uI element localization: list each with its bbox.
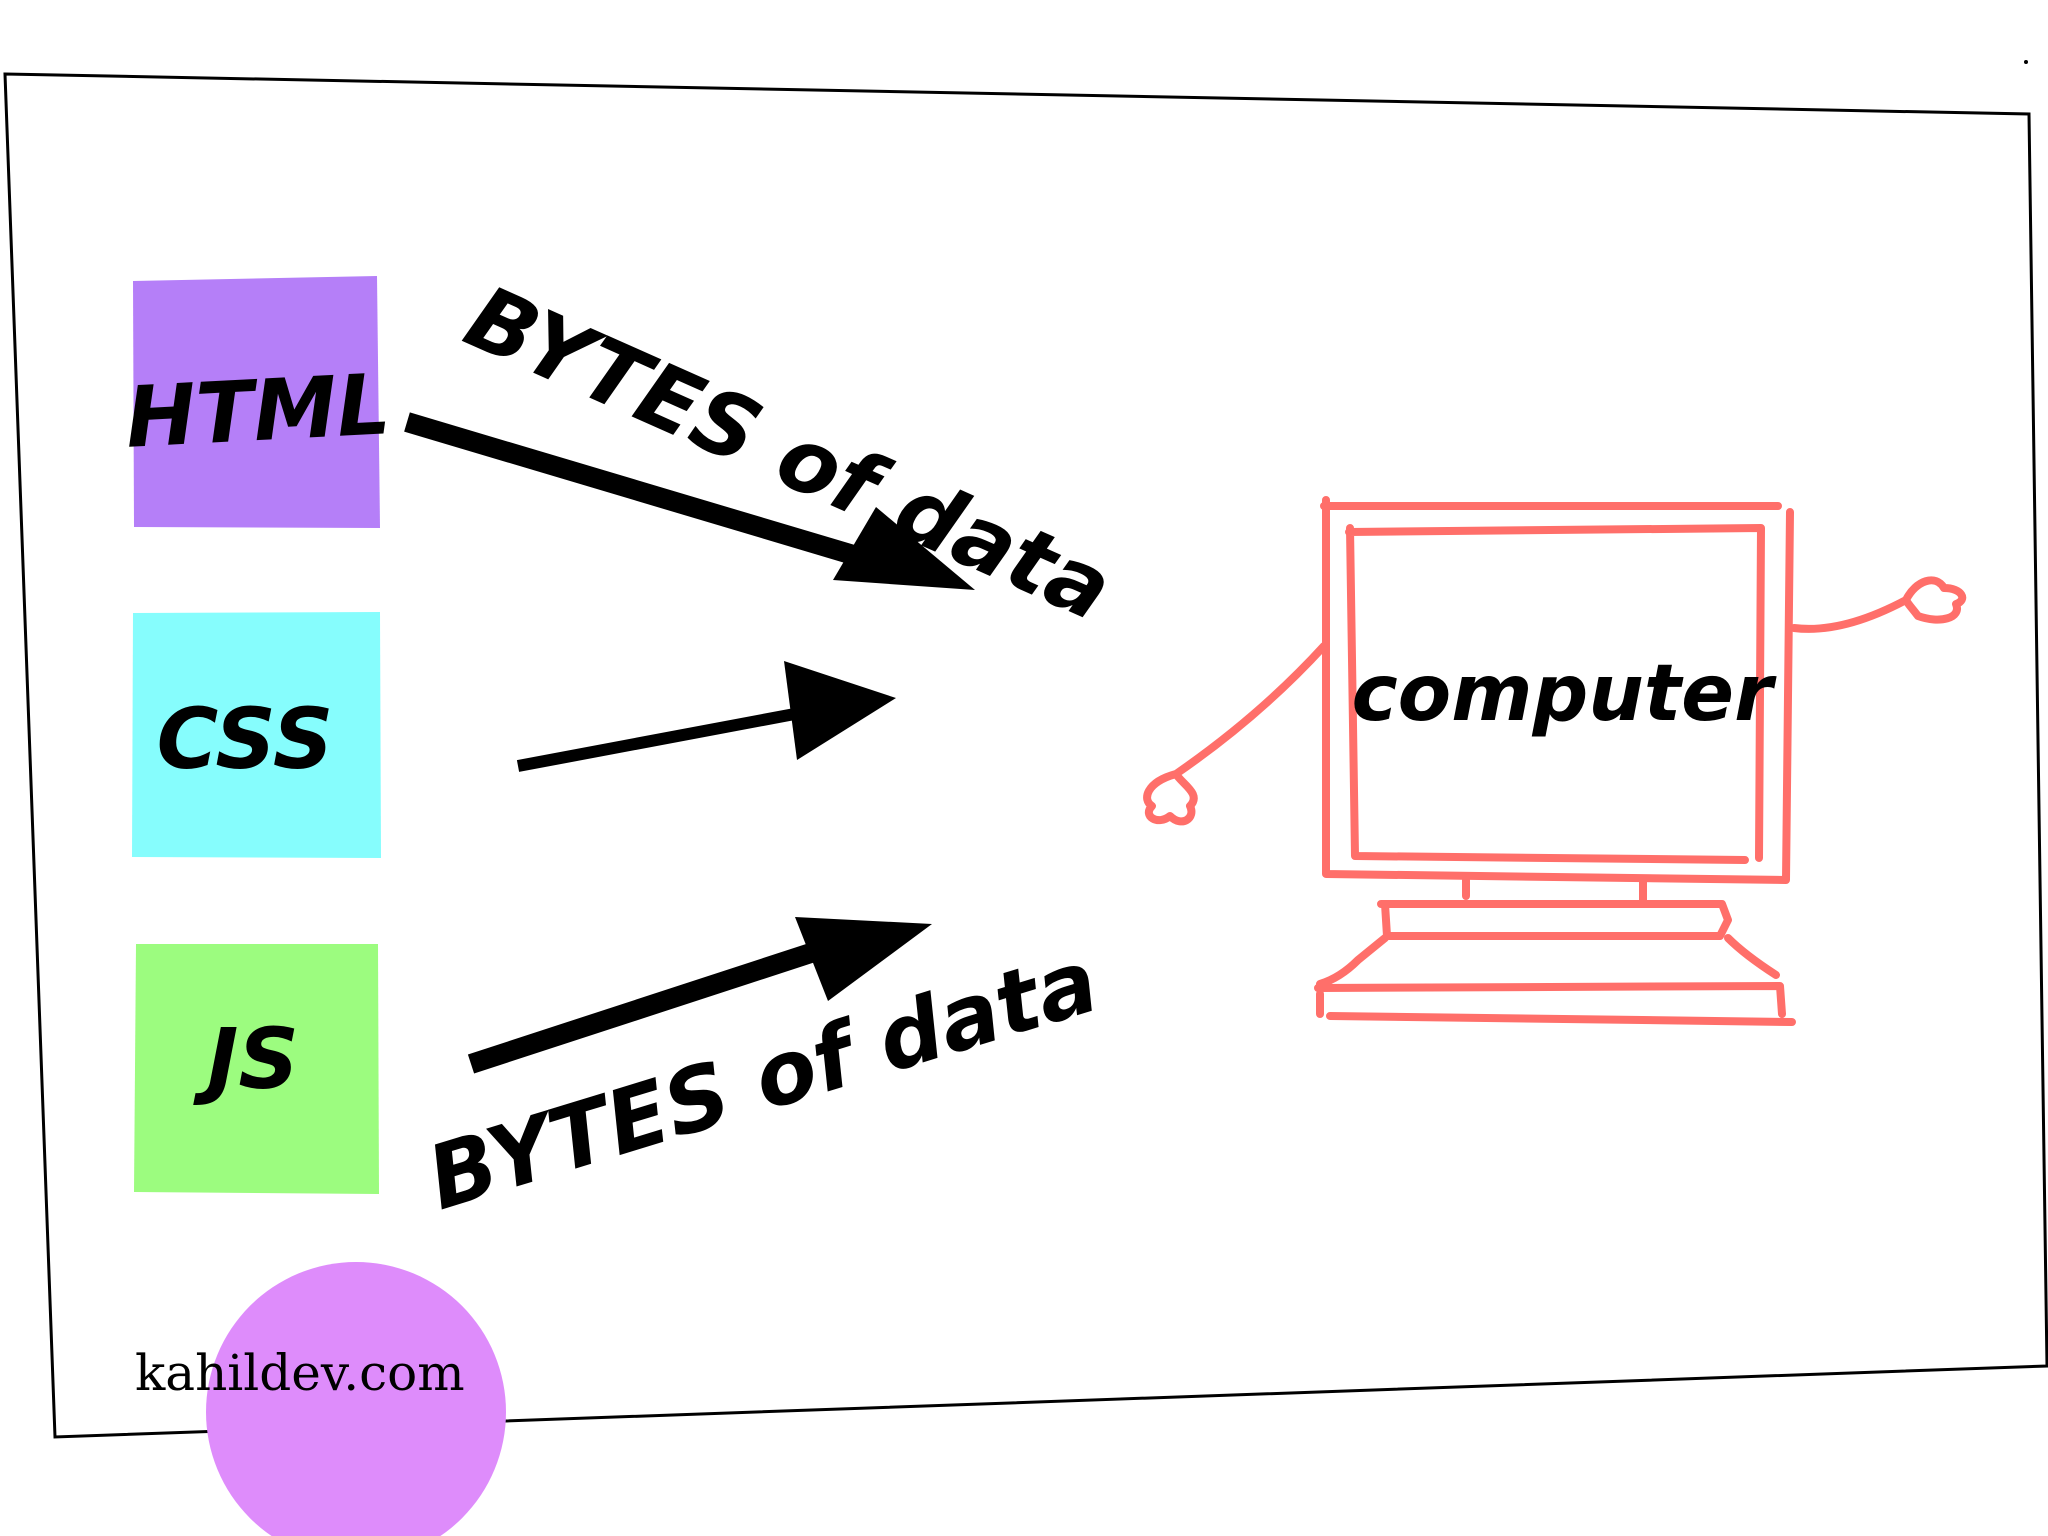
computer-base xyxy=(1314,900,1796,1026)
footer-badge xyxy=(206,1262,506,1536)
monitor-neck xyxy=(1462,876,1647,904)
source-js: JS xyxy=(134,944,379,1194)
arrow-js xyxy=(467,917,932,1074)
frame-border xyxy=(3,72,2048,1439)
computer-label: computer xyxy=(1351,649,1777,739)
computer xyxy=(1143,496,1967,1026)
arrow-html xyxy=(404,412,975,590)
monitor-outer xyxy=(1320,496,1794,884)
js-box xyxy=(134,944,379,1194)
computer-right-arm xyxy=(1790,576,1967,633)
computer-left-arm xyxy=(1143,642,1328,826)
css-label: CSS xyxy=(157,690,334,788)
corner-dot xyxy=(2024,60,2028,64)
css-box xyxy=(132,612,381,858)
monitor-screen xyxy=(1345,524,1765,864)
source-css: CSS xyxy=(132,612,381,858)
js-label: JS xyxy=(193,1010,299,1108)
html-box xyxy=(133,276,380,528)
html-label: HTML xyxy=(123,355,392,467)
site-label[interactable]: kahildev.com xyxy=(135,1344,465,1402)
top-arrow-label: BYTES of data xyxy=(451,265,1126,641)
source-html: HTML xyxy=(123,276,393,528)
arrow-css xyxy=(516,661,896,772)
